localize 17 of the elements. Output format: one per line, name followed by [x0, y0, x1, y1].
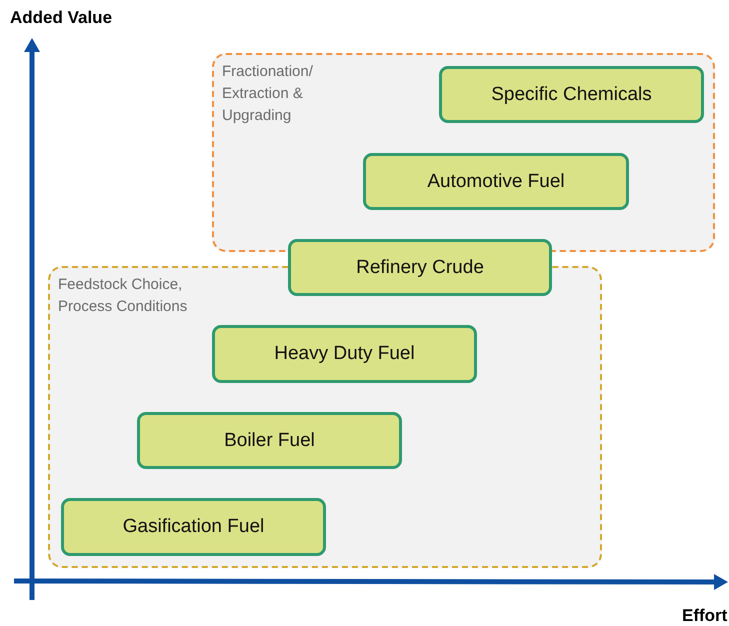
region-label: Feedstock Choice, Process Conditions: [58, 275, 188, 317]
axis-label: Effort: [682, 606, 728, 626]
box-label: Heavy Duty Fuel: [274, 343, 415, 365]
category-box: [137, 412, 402, 469]
category-box: [439, 66, 704, 123]
category-box: [212, 325, 477, 383]
box-label: Refinery Crude: [356, 256, 484, 278]
category-box: [288, 239, 552, 296]
dashed-group-region: [212, 53, 715, 252]
box-label: Boiler Fuel: [224, 430, 315, 452]
box-label: Specific Chemicals: [491, 84, 652, 106]
axis-label: Added Value: [10, 8, 112, 28]
box-label: Automotive Fuel: [427, 170, 565, 192]
category-box: [61, 498, 326, 556]
box-label: Gasification Fuel: [122, 516, 264, 538]
region-label: Fractionation/ Extraction & Upgrading: [222, 62, 314, 126]
category-box: [363, 153, 629, 210]
